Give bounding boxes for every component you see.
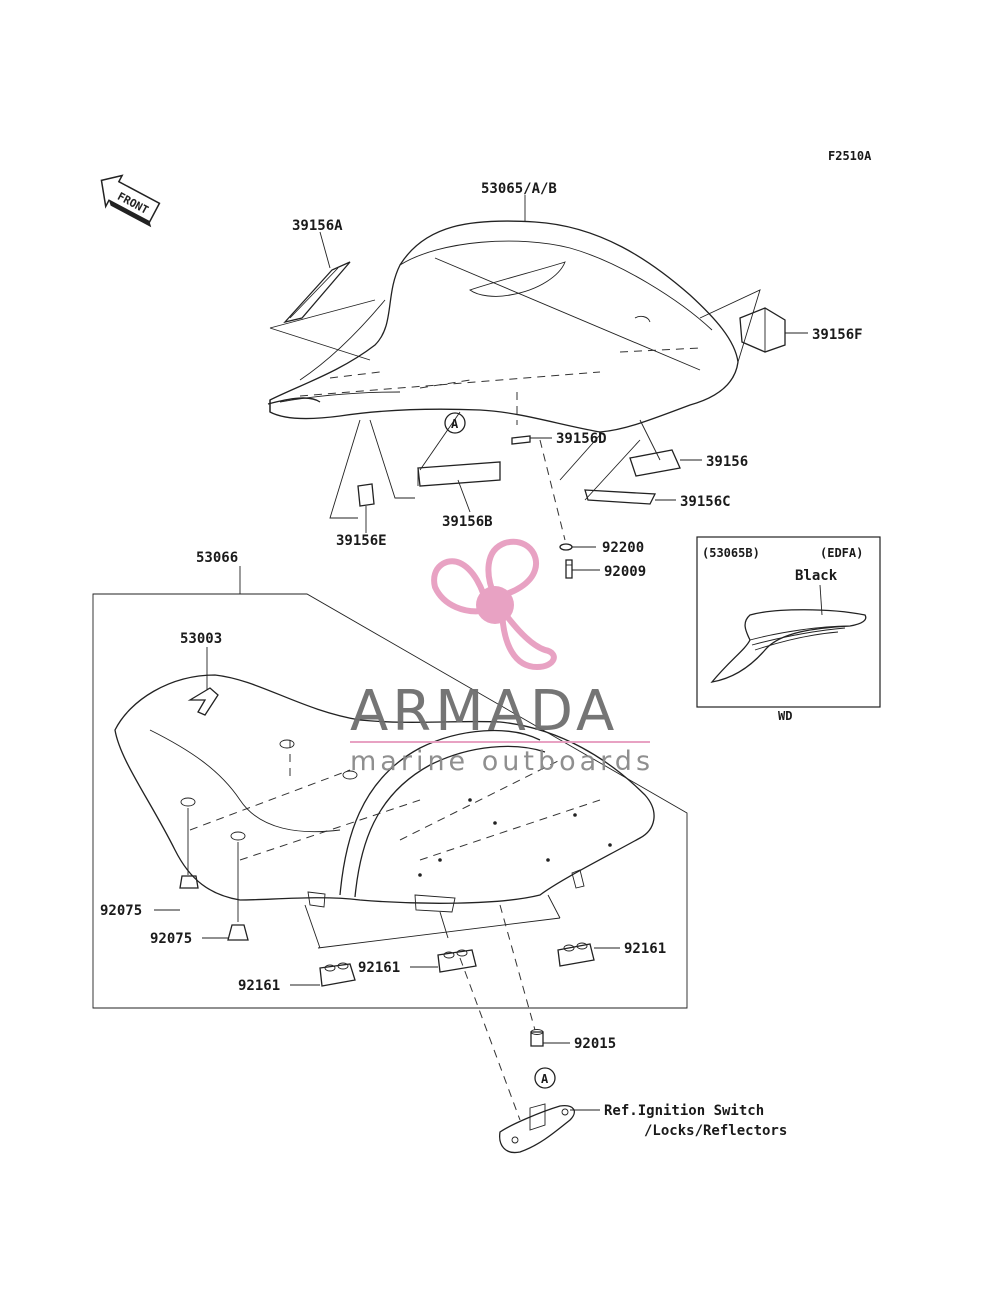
label-92161-a: 92161 bbox=[238, 978, 280, 994]
ref-marker-a-top: A bbox=[451, 417, 459, 431]
label-92075-a: 92075 bbox=[100, 903, 142, 919]
leaders-lower bbox=[154, 566, 620, 1111]
inset-caption: WD bbox=[778, 709, 792, 723]
ref-note-line1: Ref.Ignition Switch bbox=[604, 1103, 764, 1119]
label-39156E: 39156E bbox=[336, 533, 387, 549]
label-53003: 53003 bbox=[180, 631, 222, 647]
label-92075-b: 92075 bbox=[150, 931, 192, 947]
label-92009: 92009 bbox=[604, 564, 646, 580]
front-arrow-icon: FRONT bbox=[100, 174, 161, 228]
label-92015: 92015 bbox=[574, 1036, 616, 1052]
label-92161-b: 92161 bbox=[358, 960, 400, 976]
label-39156B: 39156B bbox=[442, 514, 493, 530]
label-39156D: 39156D bbox=[556, 431, 607, 447]
label-92161-c: 92161 bbox=[624, 941, 666, 957]
leaders-upper bbox=[319, 195, 808, 571]
watermark-subtitle: marine outboards bbox=[350, 746, 654, 777]
label-92200: 92200 bbox=[602, 540, 644, 556]
ref-note-line2: /Locks/Reflectors bbox=[644, 1123, 787, 1139]
watermark-logo: ARMADA marine outboards bbox=[350, 538, 654, 777]
seat-drawing: A bbox=[92, 593, 688, 1154]
label-39156: 39156 bbox=[706, 454, 748, 470]
ref-marker-a-bottom: A bbox=[541, 1072, 549, 1086]
label-39156F: 39156F bbox=[812, 327, 863, 343]
label-53066: 53066 bbox=[196, 550, 238, 566]
label-39156A: 39156A bbox=[292, 218, 343, 234]
diagram-code: F2510A bbox=[828, 149, 872, 163]
propeller-icon bbox=[431, 538, 557, 671]
inset-code: (53065B) bbox=[702, 546, 760, 560]
inset-box: (53065B) (EDFA) Black bbox=[696, 536, 881, 708]
label-39156C: 39156C bbox=[680, 494, 731, 510]
inset-variant: (EDFA) bbox=[820, 546, 863, 560]
seat-cowl-drawing: A bbox=[267, 220, 786, 579]
watermark-title: ARMADA bbox=[350, 679, 618, 744]
inset-color: Black bbox=[795, 568, 838, 584]
label-53065: 53065/A/B bbox=[481, 181, 557, 197]
